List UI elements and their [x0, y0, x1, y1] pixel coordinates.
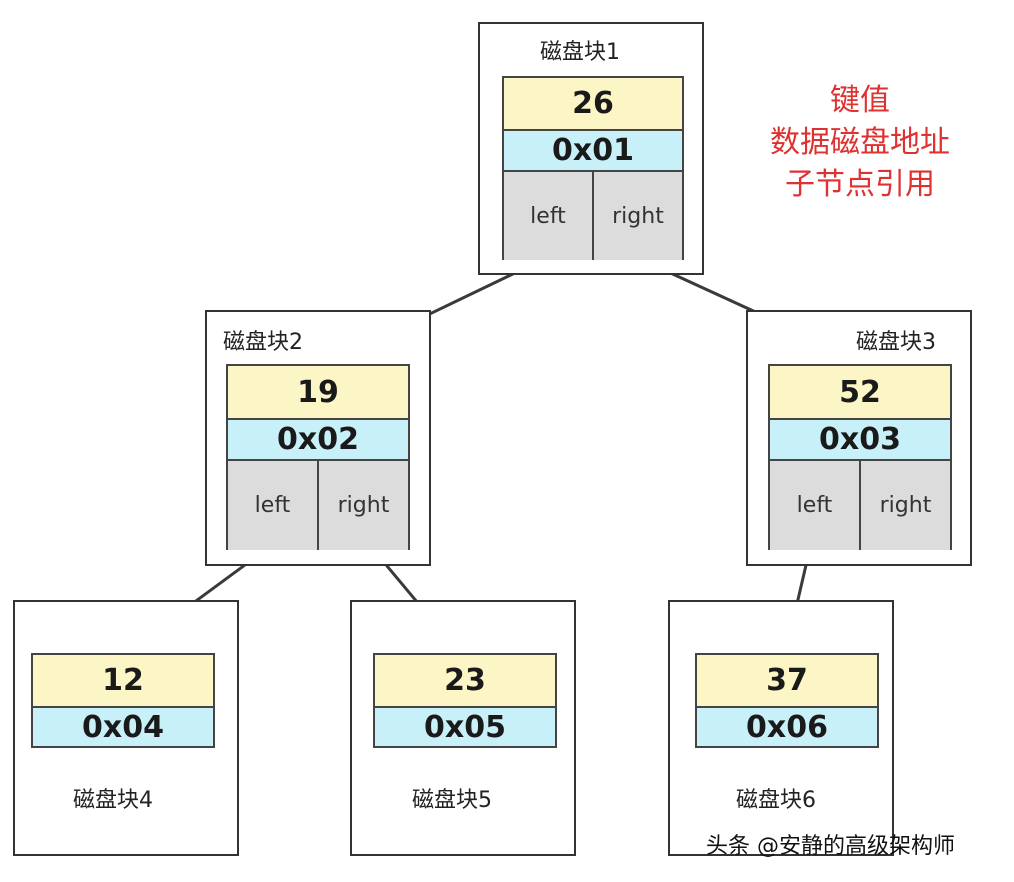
- disk-address-cell: 0x06: [697, 708, 877, 746]
- disk-block-6: 37 0x06 磁盘块6: [668, 600, 894, 856]
- legend: 键值 数据磁盘地址 子节点引用: [752, 80, 968, 206]
- child-pointers: left right: [770, 459, 950, 550]
- tree-node: 52 0x03 left right: [768, 364, 952, 550]
- disk-block-3: 磁盘块3 52 0x03 left right: [746, 310, 972, 566]
- tree-node: 37 0x06: [695, 653, 879, 748]
- disk-address-cell: 0x01: [504, 131, 682, 170]
- key-cell: 26: [504, 78, 682, 131]
- disk-address-cell: 0x03: [770, 420, 950, 459]
- child-pointers: left right: [504, 170, 682, 260]
- disk-address-cell: 0x02: [228, 420, 408, 459]
- disk-address-cell: 0x04: [33, 708, 213, 746]
- left-pointer: left: [228, 461, 317, 550]
- key-cell: 23: [375, 655, 555, 708]
- left-pointer: left: [770, 461, 859, 550]
- tree-node: 12 0x04: [31, 653, 215, 748]
- right-pointer: right: [859, 461, 950, 550]
- tree-node: 26 0x01 left right: [502, 76, 684, 260]
- right-pointer: right: [592, 172, 682, 260]
- key-cell: 52: [770, 366, 950, 420]
- disk-address-cell: 0x05: [375, 708, 555, 746]
- block-label: 磁盘块1: [540, 40, 620, 65]
- block-label: 磁盘块4: [73, 788, 153, 813]
- disk-block-5: 23 0x05 磁盘块5: [350, 600, 576, 856]
- legend-key-value: 键值: [830, 83, 890, 118]
- disk-block-1: 磁盘块1 26 0x01 left right: [478, 22, 704, 275]
- block-label: 磁盘块6: [736, 788, 816, 813]
- right-pointer: right: [317, 461, 408, 550]
- block-label: 磁盘块3: [856, 330, 936, 355]
- key-cell: 37: [697, 655, 877, 708]
- block-label: 磁盘块2: [223, 330, 303, 355]
- legend-disk-address: 数据磁盘地址: [770, 125, 950, 160]
- child-pointers: left right: [228, 459, 408, 550]
- tree-node: 23 0x05: [373, 653, 557, 748]
- watermark: 头条 @安静的高级架构师: [706, 834, 955, 859]
- legend-child-reference: 子节点引用: [785, 167, 935, 202]
- left-pointer: left: [504, 172, 592, 260]
- block-label: 磁盘块5: [412, 788, 492, 813]
- disk-block-4: 12 0x04 磁盘块4: [13, 600, 239, 856]
- key-cell: 19: [228, 366, 408, 420]
- tree-node: 19 0x02 left right: [226, 364, 410, 550]
- disk-block-2: 磁盘块2 19 0x02 left right: [205, 310, 431, 566]
- key-cell: 12: [33, 655, 213, 708]
